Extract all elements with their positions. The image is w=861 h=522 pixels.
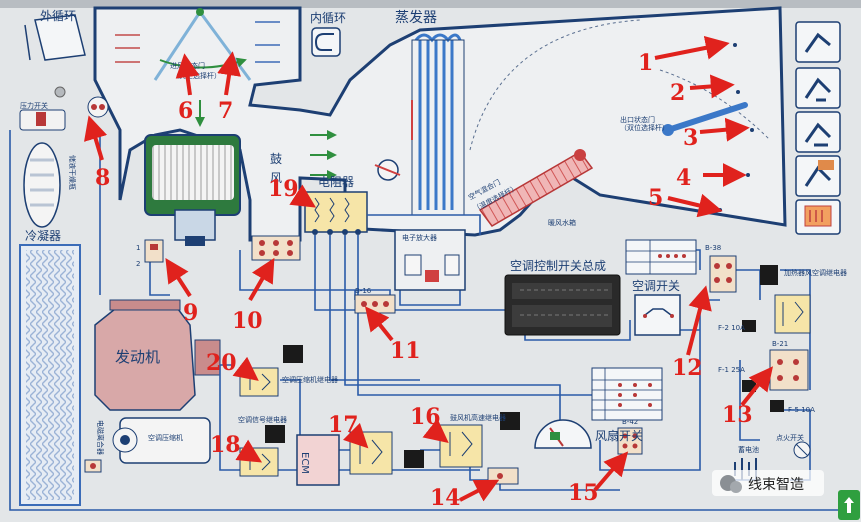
relay-b21: [769, 349, 809, 391]
callout-8: 8: [95, 165, 110, 191]
fan-relay-label: 鼓风机高速继电器: [450, 413, 506, 422]
watermark: [712, 470, 860, 520]
ecm-label: ECM: [299, 452, 310, 474]
ignition-switch: [793, 441, 811, 459]
condenser-label: 冷凝器: [25, 228, 61, 243]
b16-label: B-16: [355, 287, 372, 295]
connector-b16: [354, 294, 396, 314]
b38-label: B-38: [705, 244, 721, 252]
blower-label-2: 风: [270, 171, 282, 185]
intake-door-sub: （真空选择杆）: [172, 71, 221, 80]
outlet-door-label: 出口状态门: [620, 115, 655, 124]
fuse-1-label: F-2 10A: [718, 324, 745, 332]
callout-20: 20: [206, 350, 237, 376]
compressor-relay-2-label: 空调信号继电器: [238, 415, 287, 424]
svg-text:2: 2: [136, 260, 140, 268]
callout-10: 10: [232, 308, 263, 334]
fuse-2-label: F-1 25A: [718, 366, 745, 374]
switch-table: [625, 239, 697, 275]
callout-3: 3: [683, 125, 698, 151]
fuse-3-label: F-5 10A: [788, 406, 815, 414]
battery: [734, 458, 757, 480]
battery-label: 蓄电池: [738, 445, 759, 454]
condenser: [19, 244, 81, 506]
svg-text:1: 1: [136, 244, 140, 252]
ac-compressor-label: 空调压缩机: [148, 433, 183, 442]
heater-core-label: 暖风水箱: [548, 218, 576, 227]
callout-18: 18: [210, 432, 241, 458]
wiring-harness: [9, 130, 850, 511]
ac-switch-label: 空调开关: [632, 279, 680, 293]
callout-19: 19: [268, 176, 299, 202]
heater-relay-label: 加热器风空调继电器: [784, 268, 847, 277]
connector-10: [251, 235, 301, 261]
callout-17: 17: [328, 412, 359, 438]
control-panel-label: 空调控制开关总成: [510, 259, 606, 273]
compressor-relay-1-label: 空调压缩机继电器: [282, 375, 338, 384]
callout-13: 13: [722, 402, 753, 428]
callout-14: 14: [430, 485, 461, 511]
outlet-door-sub: （双位选择杆）: [620, 123, 669, 132]
engine-label: 发动机: [115, 348, 160, 366]
ac-compressor: [112, 417, 211, 464]
b42-label: B-42: [622, 418, 638, 426]
outer-circulation-label: 外循环: [40, 9, 76, 23]
fuse-f5: [770, 400, 784, 412]
resistor-block: [304, 191, 368, 235]
callout-11: 11: [390, 338, 421, 364]
expansion-valve: [374, 100, 413, 181]
fan-gauge: [534, 419, 592, 449]
face-vent-icon: [795, 21, 841, 63]
electronic-amp-label: 电子放大器: [402, 233, 437, 242]
clutch-label: 电磁离合器: [96, 420, 105, 455]
callout-2: 2: [670, 80, 685, 106]
connector-9: [144, 239, 164, 263]
callout-9: 9: [183, 300, 198, 326]
fuse-f2: [742, 320, 756, 332]
airflow-arrows: [115, 21, 337, 180]
outlet-door: [662, 102, 748, 136]
inner-circulation-label: 内循环: [310, 11, 346, 25]
fan-switch-b42: [617, 427, 643, 455]
pressure-switch-label: 压力开关: [20, 101, 48, 110]
vent-mode-icons: [795, 21, 841, 235]
blower-fan: [144, 134, 241, 246]
blower-label-1: 鼓: [270, 152, 282, 166]
evaporator: [411, 33, 465, 216]
engine: [94, 299, 221, 411]
watermark-text: 线束智造: [748, 477, 804, 493]
connector-b38: [709, 255, 737, 293]
ecm-unit: [296, 434, 340, 486]
ac-control-panel: [504, 274, 621, 336]
heater-core: [478, 149, 594, 227]
callout-4: 4: [676, 165, 691, 191]
ac-switch: [634, 294, 681, 336]
resistor-label: 电阻器: [318, 175, 354, 189]
callout-6: 6: [178, 98, 193, 124]
callout-5: 5: [648, 185, 663, 211]
receiver-drier-label: 储液干燥瓶: [68, 155, 77, 190]
ignition-label: 点火开关: [776, 433, 804, 442]
fan-switch-label: 风扇开关: [595, 428, 643, 443]
callout-16: 16: [410, 404, 441, 430]
callout-arrows: [84, 35, 773, 502]
outer-circulation-icon: [24, 14, 86, 61]
inner-circulation-icon: [311, 27, 341, 57]
electronic-amplifier: [394, 229, 466, 291]
callout-1: 1: [638, 50, 653, 76]
fan-position-table: [591, 367, 663, 421]
receiver-drier: [19, 109, 66, 228]
callout-7: 7: [218, 98, 233, 124]
bilevel-vent-icon: [795, 67, 841, 109]
callout-12: 12: [672, 355, 703, 381]
b21-label: B-21: [772, 340, 788, 348]
heater-relay: [760, 265, 811, 334]
callout-15: 15: [568, 480, 599, 506]
evaporator-label: 蒸发器: [395, 10, 437, 26]
